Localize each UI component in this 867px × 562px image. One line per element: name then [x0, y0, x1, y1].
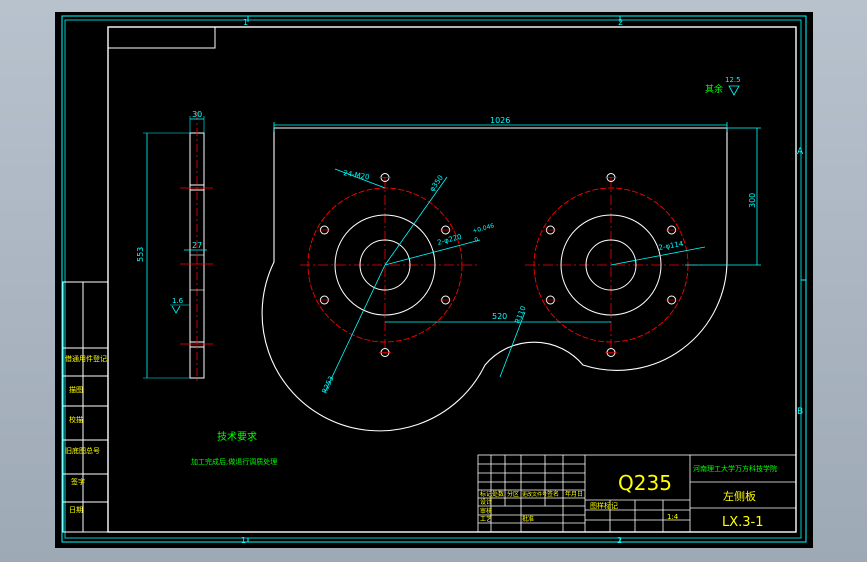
- title-row-label-4: 签名: [547, 490, 559, 498]
- roughness-side: 1.6: [172, 297, 184, 305]
- outer-border: [61, 15, 807, 543]
- title-row-label-3: 更改文件号: [522, 491, 547, 498]
- left-registration-table: 借通用件登记 描图 校描 旧底图总号 签字 日期: [62, 281, 109, 533]
- plate-outline: [261, 127, 728, 432]
- dim-overall-width: 1026: [490, 116, 510, 125]
- front-dimensions: [273, 122, 761, 393]
- title-stage-label: 图样标记: [590, 501, 618, 510]
- title-drawing-no: LX.3-1: [722, 515, 764, 530]
- drawing-canvas[interactable]: 1 2 1 2 A B 借通用件登记 描图 校描 旧底图总号 签字 日期: [55, 12, 813, 548]
- left-row-0: 借通用件登记: [65, 354, 107, 363]
- tech-req-title: 技术要求: [217, 430, 257, 443]
- tech-req-line-1: 加工完成后,做退行调质处理: [191, 457, 277, 466]
- title-design-label: 设计: [480, 498, 492, 506]
- cad-drawing: 1 2 1 2 A B 借通用件登记 描图 校描 旧底图总号 签字 日期: [61, 15, 807, 545]
- title-check-label: 审核: [480, 507, 492, 515]
- zone-top-2: 2: [618, 18, 623, 27]
- dim-center-distance: 520: [492, 312, 507, 321]
- left-row-3: 旧底图总号: [65, 446, 100, 455]
- title-block: [477, 454, 797, 533]
- dim-dia-114: 2-φ114: [658, 240, 685, 252]
- title-row-label-5: 年月日: [565, 490, 583, 498]
- title-material: Q235: [618, 471, 672, 495]
- dim-width-30: 30: [192, 110, 202, 119]
- title-approve-label: 批准: [522, 515, 534, 523]
- dim-holes-m20: 24-M20: [343, 169, 370, 181]
- dim-tol-lower: 0: [474, 236, 480, 244]
- title-row-label-1: 处数: [492, 490, 504, 498]
- title-process-label: 工艺: [480, 515, 492, 523]
- zone-top-1: 1: [243, 18, 248, 27]
- surface-finish-label: 其余: [705, 83, 723, 95]
- title-part-name: 左侧板: [723, 489, 756, 503]
- dim-height-553: 553: [136, 247, 145, 262]
- dim-bore-220: 2-φ220: [436, 233, 462, 247]
- left-row-2: 校描: [69, 415, 83, 424]
- outer-border-inner: [64, 19, 802, 539]
- left-row-4: 签字: [71, 477, 85, 486]
- zone-bottom-1: 1: [241, 536, 246, 545]
- zone-right-a: A: [797, 147, 804, 157]
- zone-right-b: B: [797, 407, 803, 417]
- top-left-notch: [108, 27, 216, 49]
- dim-r253: R253: [321, 375, 336, 395]
- surface-finish-value: 12.5: [725, 76, 741, 84]
- title-school: 河南理工大学万方科技学院: [693, 464, 777, 473]
- zone-bottom-2: 2: [617, 536, 622, 545]
- dim-width-27: 27: [192, 241, 202, 250]
- bolt-holes: [318, 173, 678, 357]
- side-view: 30 27 553 1.6: [136, 110, 213, 382]
- dim-height-300: 300: [748, 193, 757, 208]
- surface-finish-symbol: [728, 85, 740, 96]
- title-row-label-0: 标记: [480, 490, 492, 498]
- title-scale: 1:4: [667, 513, 679, 521]
- centerlines: [300, 177, 705, 357]
- left-row-5: 日期: [69, 506, 83, 514]
- drawing-border: [107, 26, 797, 533]
- dim-tol-upper: +0.046: [472, 222, 495, 235]
- left-row-1: 描图: [69, 385, 83, 394]
- title-row-label-2: 分区: [507, 490, 519, 498]
